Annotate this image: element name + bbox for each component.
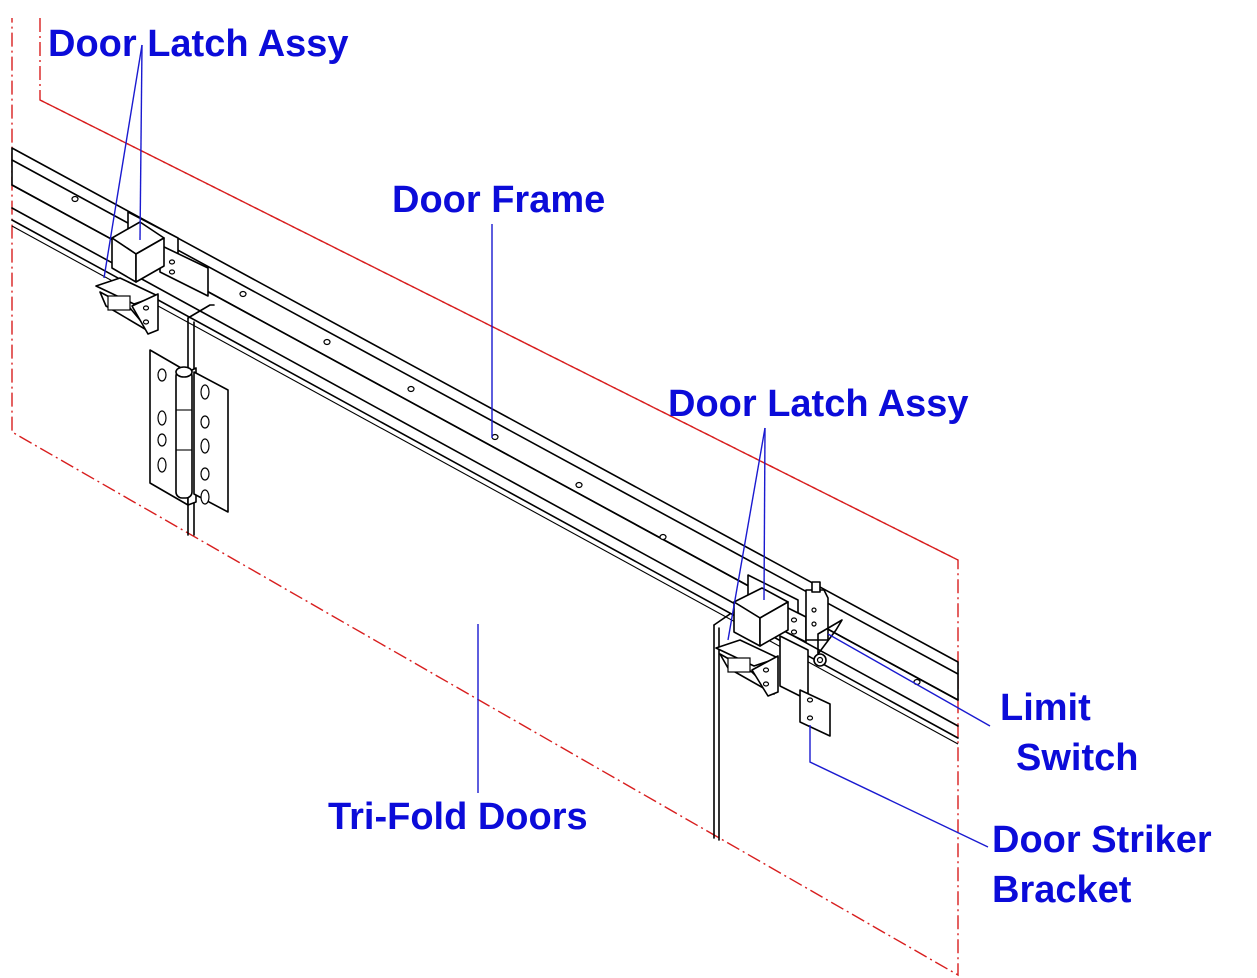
frame-mounting-holes xyxy=(71,195,921,686)
leader-lines xyxy=(103,44,991,848)
boundary-top-edge xyxy=(39,99,959,561)
door-hinge xyxy=(149,349,229,513)
door-latch-assy-label-top: Door Latch Assy xyxy=(48,23,349,65)
leader-limit-switch xyxy=(827,633,991,727)
door-latch-assembly-right xyxy=(715,574,807,697)
leader-latch-top-2 xyxy=(139,44,143,241)
tri-fold-door-panels xyxy=(187,304,731,841)
limit-switch-label-line1: Limit xyxy=(1000,687,1091,729)
limit-switch xyxy=(805,581,843,667)
door-latch-assembly-left xyxy=(95,211,209,335)
door-striker-bracket xyxy=(779,635,831,737)
door-striker-label-line1: Door Striker xyxy=(992,819,1212,861)
door-frame-label: Door Frame xyxy=(392,179,606,221)
tri-fold-doors-label: Tri-Fold Doors xyxy=(328,796,588,838)
limit-switch-label-line2: Switch xyxy=(1016,737,1139,779)
leader-latch-right-1 xyxy=(727,427,766,641)
door-striker-label-line2: Bracket xyxy=(992,869,1132,911)
section-boundary xyxy=(11,18,959,977)
leader-door-striker xyxy=(809,725,989,848)
door-latch-assy-label-right: Door Latch Assy xyxy=(668,383,969,425)
leader-latch-top-1 xyxy=(103,44,143,279)
leader-latch-right-2 xyxy=(763,427,766,601)
